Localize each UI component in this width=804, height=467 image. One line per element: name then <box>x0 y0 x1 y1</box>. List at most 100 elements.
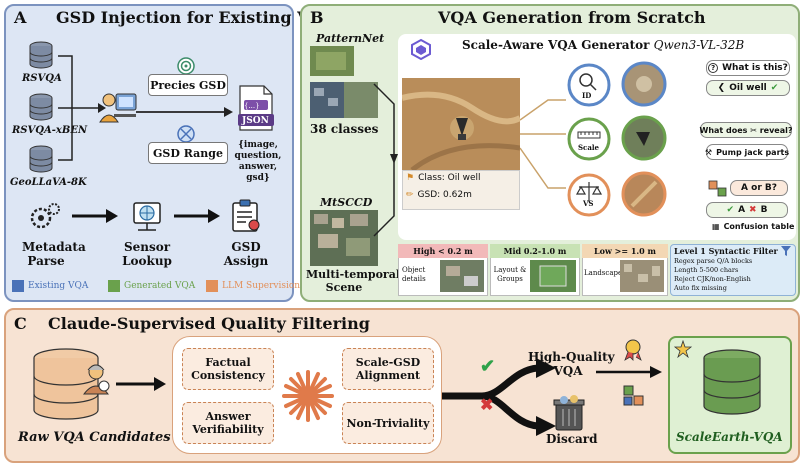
tag-icon: ❮ <box>717 83 726 93</box>
toolbox-icon: ⚒ <box>704 147 713 157</box>
legend-swatch <box>108 280 120 292</box>
filter-icon <box>781 246 791 256</box>
panel-a-title: GSD Injection for Existing VQA <box>56 8 336 27</box>
dataset-label-rsvqa: RSVQA <box>22 73 62 84</box>
analyst-icon <box>99 93 137 123</box>
task-label-id: ID <box>582 91 592 100</box>
answer-card-3: ✔ A ✖ B <box>706 202 788 218</box>
image-info-card <box>402 170 520 210</box>
trash-can-icon <box>553 395 585 431</box>
task-circle-vs <box>567 173 611 217</box>
criterion-answer-verifiability: Answer Verifiability <box>182 402 274 444</box>
task-image-id <box>621 61 667 107</box>
table-icon: ▦ <box>712 222 720 231</box>
legend-existing-vqa: Existing VQA <box>12 280 88 292</box>
answer-card-2: ⚒ Pump jack parts <box>704 144 789 160</box>
band-mid-text: Layout & Groups <box>493 266 527 283</box>
legend-llm-supervision: LLM Supervision <box>206 280 300 292</box>
database-icon-rsvqa-xben <box>29 93 53 121</box>
question-card-1: ? What is this? <box>706 60 790 76</box>
band-low-image <box>620 260 664 292</box>
question-card-2: What does ✂ reveal? <box>700 122 793 138</box>
gsd-row: ✏ GSD: 0.62m <box>406 190 472 200</box>
source-merge-connector <box>373 83 398 237</box>
blocks-icon <box>623 385 644 406</box>
tag-icon: ⚑ <box>406 173 415 183</box>
claude-starburst-icon <box>282 370 334 422</box>
pipeline-arrow-2 <box>174 209 220 223</box>
precise-gsd-box: Precies GSD <box>148 74 228 96</box>
check-icon: ✔ <box>726 205 735 215</box>
band-mid-header: Mid 0.2-1.0 m <box>490 244 580 258</box>
clipboard-icon <box>232 199 260 232</box>
criterion-scale-gsd-alignment: Scale-GSD Alignment <box>342 348 434 390</box>
answer-card-1: ❮ Oil well ✔ <box>706 80 790 96</box>
source-mtsccd: MtSCCD <box>320 196 373 209</box>
question-card-3: A or B? <box>730 180 788 196</box>
ruler-icon: ✏ <box>406 190 414 200</box>
inspector-icon <box>82 364 110 395</box>
database-icon-geollava <box>29 145 53 173</box>
generator-title: Scale-Aware VQA Generator Qwen3-VL-32B <box>462 38 745 52</box>
filter-rules: Regex parse Q/A blocks Length 5-500 char… <box>674 257 753 292</box>
task-image-vs <box>621 171 667 217</box>
panel-b-letter: B <box>310 8 324 27</box>
output-database-icon <box>703 349 761 415</box>
task-branch-connector <box>520 99 566 189</box>
task-circle-id <box>567 63 611 107</box>
question-bubble-icon: ? <box>708 63 719 73</box>
dataset-label-geollava: GeoLLaVA-8K <box>10 177 87 188</box>
task-label-scale: Scale <box>578 143 599 152</box>
panel-a-letter: A <box>14 8 27 27</box>
mtsccd-thumbnails <box>310 210 378 266</box>
panel-c-letter: C <box>14 314 27 333</box>
pipeline-arrow-1 <box>72 209 118 223</box>
database-icon-rsvqa <box>29 41 53 69</box>
json-label: JSON <box>242 116 269 126</box>
raw-database-icon <box>33 348 99 420</box>
gear-icon <box>30 203 60 229</box>
confusion-table-label: ▦ Confusion table <box>712 222 795 231</box>
criterion-factual-consistency: Factual Consistency <box>182 348 274 390</box>
dataset-label-rsvqa-xben: RSVQA-xBEN <box>12 125 88 136</box>
class-row: ⚑ Class: Oil well <box>406 173 481 183</box>
panel-c-title: Claude-Supervised Quality Filtering <box>48 314 370 333</box>
legend-generated-vqa: Generated VQA <box>108 280 195 292</box>
legend-swatch <box>12 280 24 292</box>
cross-icon: ✖ <box>749 205 757 215</box>
band-high-text: Object details <box>402 266 426 283</box>
oil-well-image <box>402 78 520 170</box>
star-icon <box>674 340 692 358</box>
check-icon: ✔ <box>770 83 779 93</box>
band-mid-image <box>530 260 576 292</box>
sensor-globe-icon <box>133 202 161 231</box>
gsd-range-box: GSD Range <box>148 142 228 164</box>
to-output-arrow <box>596 366 662 378</box>
legend-swatch <box>206 280 218 292</box>
band-low-text: Landscape <box>584 269 623 277</box>
task-circle-scale <box>567 117 611 161</box>
task-label-vs: VS <box>583 199 594 208</box>
dataset-connector <box>58 55 106 161</box>
json-fields: {image, question, answer, gsd} <box>234 140 282 183</box>
to-json-arrow <box>136 107 233 117</box>
criterion-non-triviality: Non-Triviality <box>342 402 434 444</box>
panel-b-title: VQA Generation from Scratch <box>438 8 706 27</box>
discard-label: Discard <box>546 432 598 446</box>
to-criteria-arrow <box>116 377 166 391</box>
award-icon <box>624 339 642 361</box>
raw-candidates-label: Raw VQA Candidates <box>18 430 171 445</box>
output-label: ScaleEarth-VQA <box>676 430 783 444</box>
json-brace-glyph: {...} <box>244 102 260 110</box>
compare-icon <box>708 180 727 197</box>
band-low-header: Low >= 1.0 m <box>582 244 668 258</box>
band-high-image <box>440 260 484 292</box>
filter-title: Level 1 Syntactic Filter <box>674 246 778 256</box>
accept-check-icon: ✔ <box>480 356 496 377</box>
patternnet-caption: 38 classes <box>310 122 379 136</box>
